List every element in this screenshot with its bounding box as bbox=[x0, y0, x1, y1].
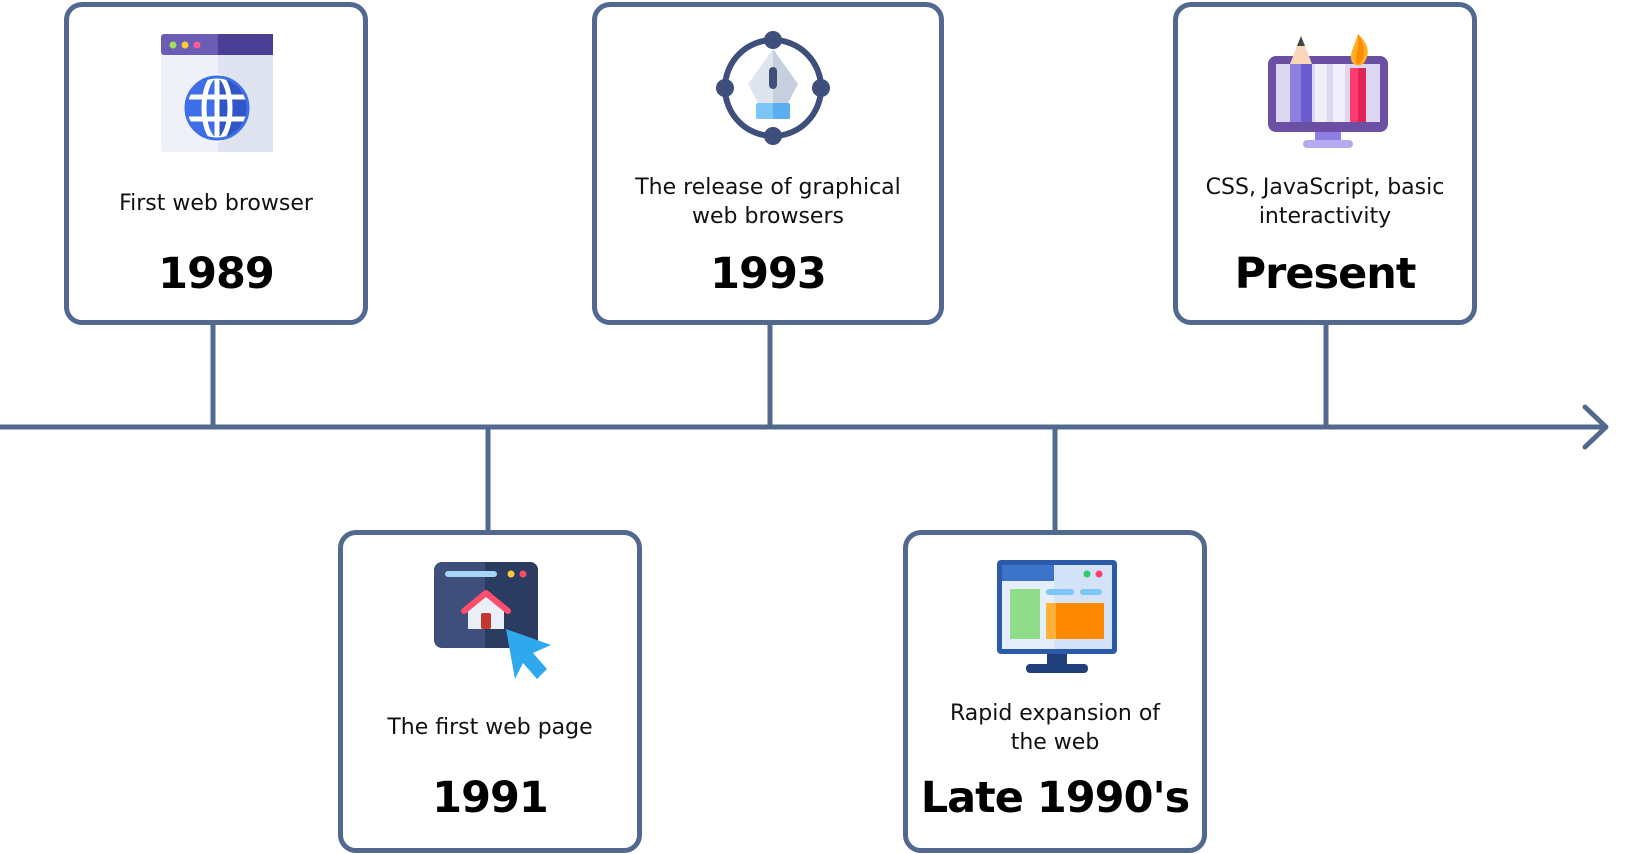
axis-arrowhead bbox=[1582, 404, 1609, 450]
event-caption: The first web page bbox=[387, 715, 593, 740]
event-year: 1993 bbox=[710, 249, 827, 299]
event-caption: First web browser bbox=[119, 191, 313, 216]
event-caption: The release of graphical web browsers bbox=[635, 175, 901, 229]
event-caption: CSS, JavaScript, basic interactivity bbox=[1205, 175, 1445, 229]
pen-tool-icon bbox=[716, 31, 830, 145]
event-year: Late 1990's bbox=[920, 773, 1191, 823]
webpage-home-cursor-icon bbox=[434, 562, 551, 679]
browser-globe-icon bbox=[161, 34, 273, 152]
event-year: Present bbox=[1234, 249, 1417, 299]
event-card-1991: The first web page 1991 bbox=[338, 530, 642, 853]
event-card-1989: First web browser 1989 bbox=[64, 2, 368, 325]
event-card-present: CSS, JavaScript, basic interactivity Pre… bbox=[1173, 2, 1477, 325]
event-year: 1989 bbox=[158, 249, 275, 299]
event-year: 1991 bbox=[432, 773, 549, 823]
event-card-late-1990s: Rapid expansion of the web Late 1990's bbox=[903, 530, 1207, 853]
monitor-layout-icon bbox=[997, 560, 1117, 673]
event-card-1993: The release of graphical web browsers 19… bbox=[592, 2, 944, 325]
event-caption: Rapid expansion of the web bbox=[949, 701, 1161, 755]
monitor-pencil-brush-icon bbox=[1268, 34, 1388, 148]
